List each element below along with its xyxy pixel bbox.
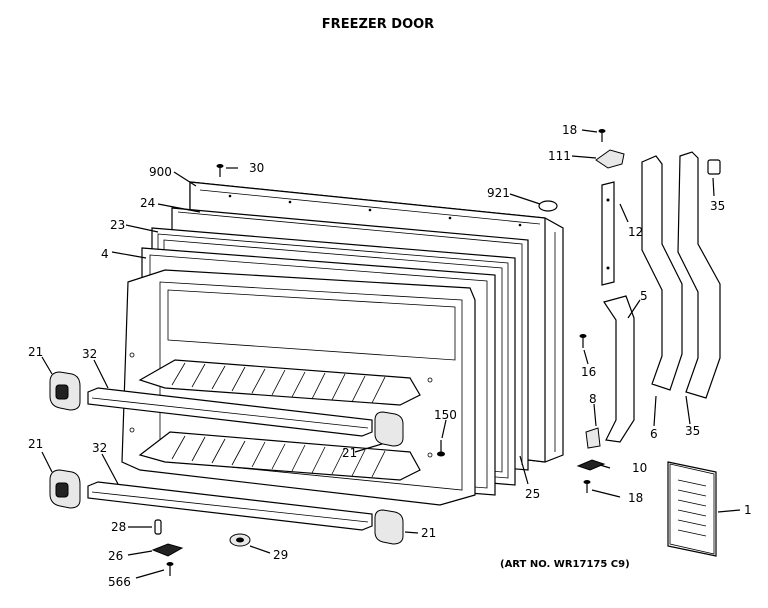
callout-566: 566 bbox=[108, 575, 131, 589]
art-number: (ART NO. WR17175 C9) bbox=[500, 559, 630, 570]
callout-26: 26 bbox=[108, 549, 123, 563]
callout-921: 921 bbox=[487, 186, 510, 200]
callout-21-upper-right: 21 bbox=[342, 446, 357, 460]
callout-18-top: 18 bbox=[562, 123, 577, 137]
shelf-end-cap-left-lower bbox=[49, 469, 81, 509]
screw-18-top bbox=[598, 129, 606, 142]
callout-24: 24 bbox=[140, 196, 155, 210]
callout-12: 12 bbox=[628, 225, 643, 239]
plug-921 bbox=[538, 200, 558, 212]
hinge-plate-12 bbox=[601, 181, 615, 286]
stop-8 bbox=[585, 427, 601, 449]
clip-10 bbox=[576, 459, 606, 471]
callout-35-bottom: 35 bbox=[685, 424, 700, 438]
callout-25: 25 bbox=[525, 487, 540, 501]
callout-29: 29 bbox=[273, 548, 288, 562]
inner-door-liner bbox=[121, 269, 476, 506]
screw-16 bbox=[579, 334, 587, 348]
hinge-bracket-111 bbox=[595, 149, 625, 169]
callout-6: 6 bbox=[650, 427, 658, 441]
handle-35 bbox=[677, 151, 721, 399]
shelf-end-cap-right-lower bbox=[374, 509, 404, 545]
hinge-26 bbox=[151, 543, 184, 557]
callout-900: 900 bbox=[149, 165, 172, 179]
callout-21-upper-left: 21 bbox=[28, 345, 43, 359]
shelf-bar-lower bbox=[87, 481, 373, 531]
callout-23: 23 bbox=[110, 218, 125, 232]
pin-28 bbox=[154, 519, 162, 535]
callout-labels: 18 111 30 900 921 24 23 4 12 35 5 16 21 … bbox=[28, 123, 752, 589]
door-handle-bracket-5 bbox=[603, 295, 635, 443]
callout-16: 16 bbox=[581, 365, 596, 379]
screw-150 bbox=[437, 440, 445, 457]
callout-18-bottom: 18 bbox=[628, 491, 643, 505]
shelf-end-cap-right-upper bbox=[374, 411, 404, 447]
callout-35-top: 35 bbox=[710, 199, 725, 213]
callout-8: 8 bbox=[589, 392, 597, 406]
callout-1: 1 bbox=[744, 503, 752, 517]
callout-32-lower: 32 bbox=[92, 441, 107, 455]
shelf-end-cap-left-upper bbox=[49, 371, 81, 411]
grommet-29 bbox=[229, 533, 251, 547]
callout-32-upper: 32 bbox=[82, 347, 97, 361]
callout-150: 150 bbox=[434, 408, 457, 422]
callout-4: 4 bbox=[101, 247, 109, 261]
diagram-title: FREEZER DOOR bbox=[322, 17, 434, 32]
screw-18-bottom bbox=[583, 480, 591, 493]
handle-6 bbox=[641, 155, 683, 391]
callout-21-lower-right: 21 bbox=[421, 526, 436, 540]
callout-21-lower-left: 21 bbox=[28, 437, 43, 451]
shelf-bar-upper bbox=[87, 387, 373, 437]
callout-5: 5 bbox=[640, 289, 648, 303]
end-cap-35 bbox=[707, 159, 721, 175]
callout-10: 10 bbox=[632, 461, 647, 475]
leader-lines bbox=[41, 129, 741, 579]
callout-30: 30 bbox=[249, 161, 264, 175]
screw-566 bbox=[166, 562, 174, 576]
callout-28: 28 bbox=[111, 520, 126, 534]
screw-30 bbox=[216, 164, 224, 177]
callout-111: 111 bbox=[548, 149, 571, 163]
instruction-booklet-1 bbox=[667, 461, 717, 557]
